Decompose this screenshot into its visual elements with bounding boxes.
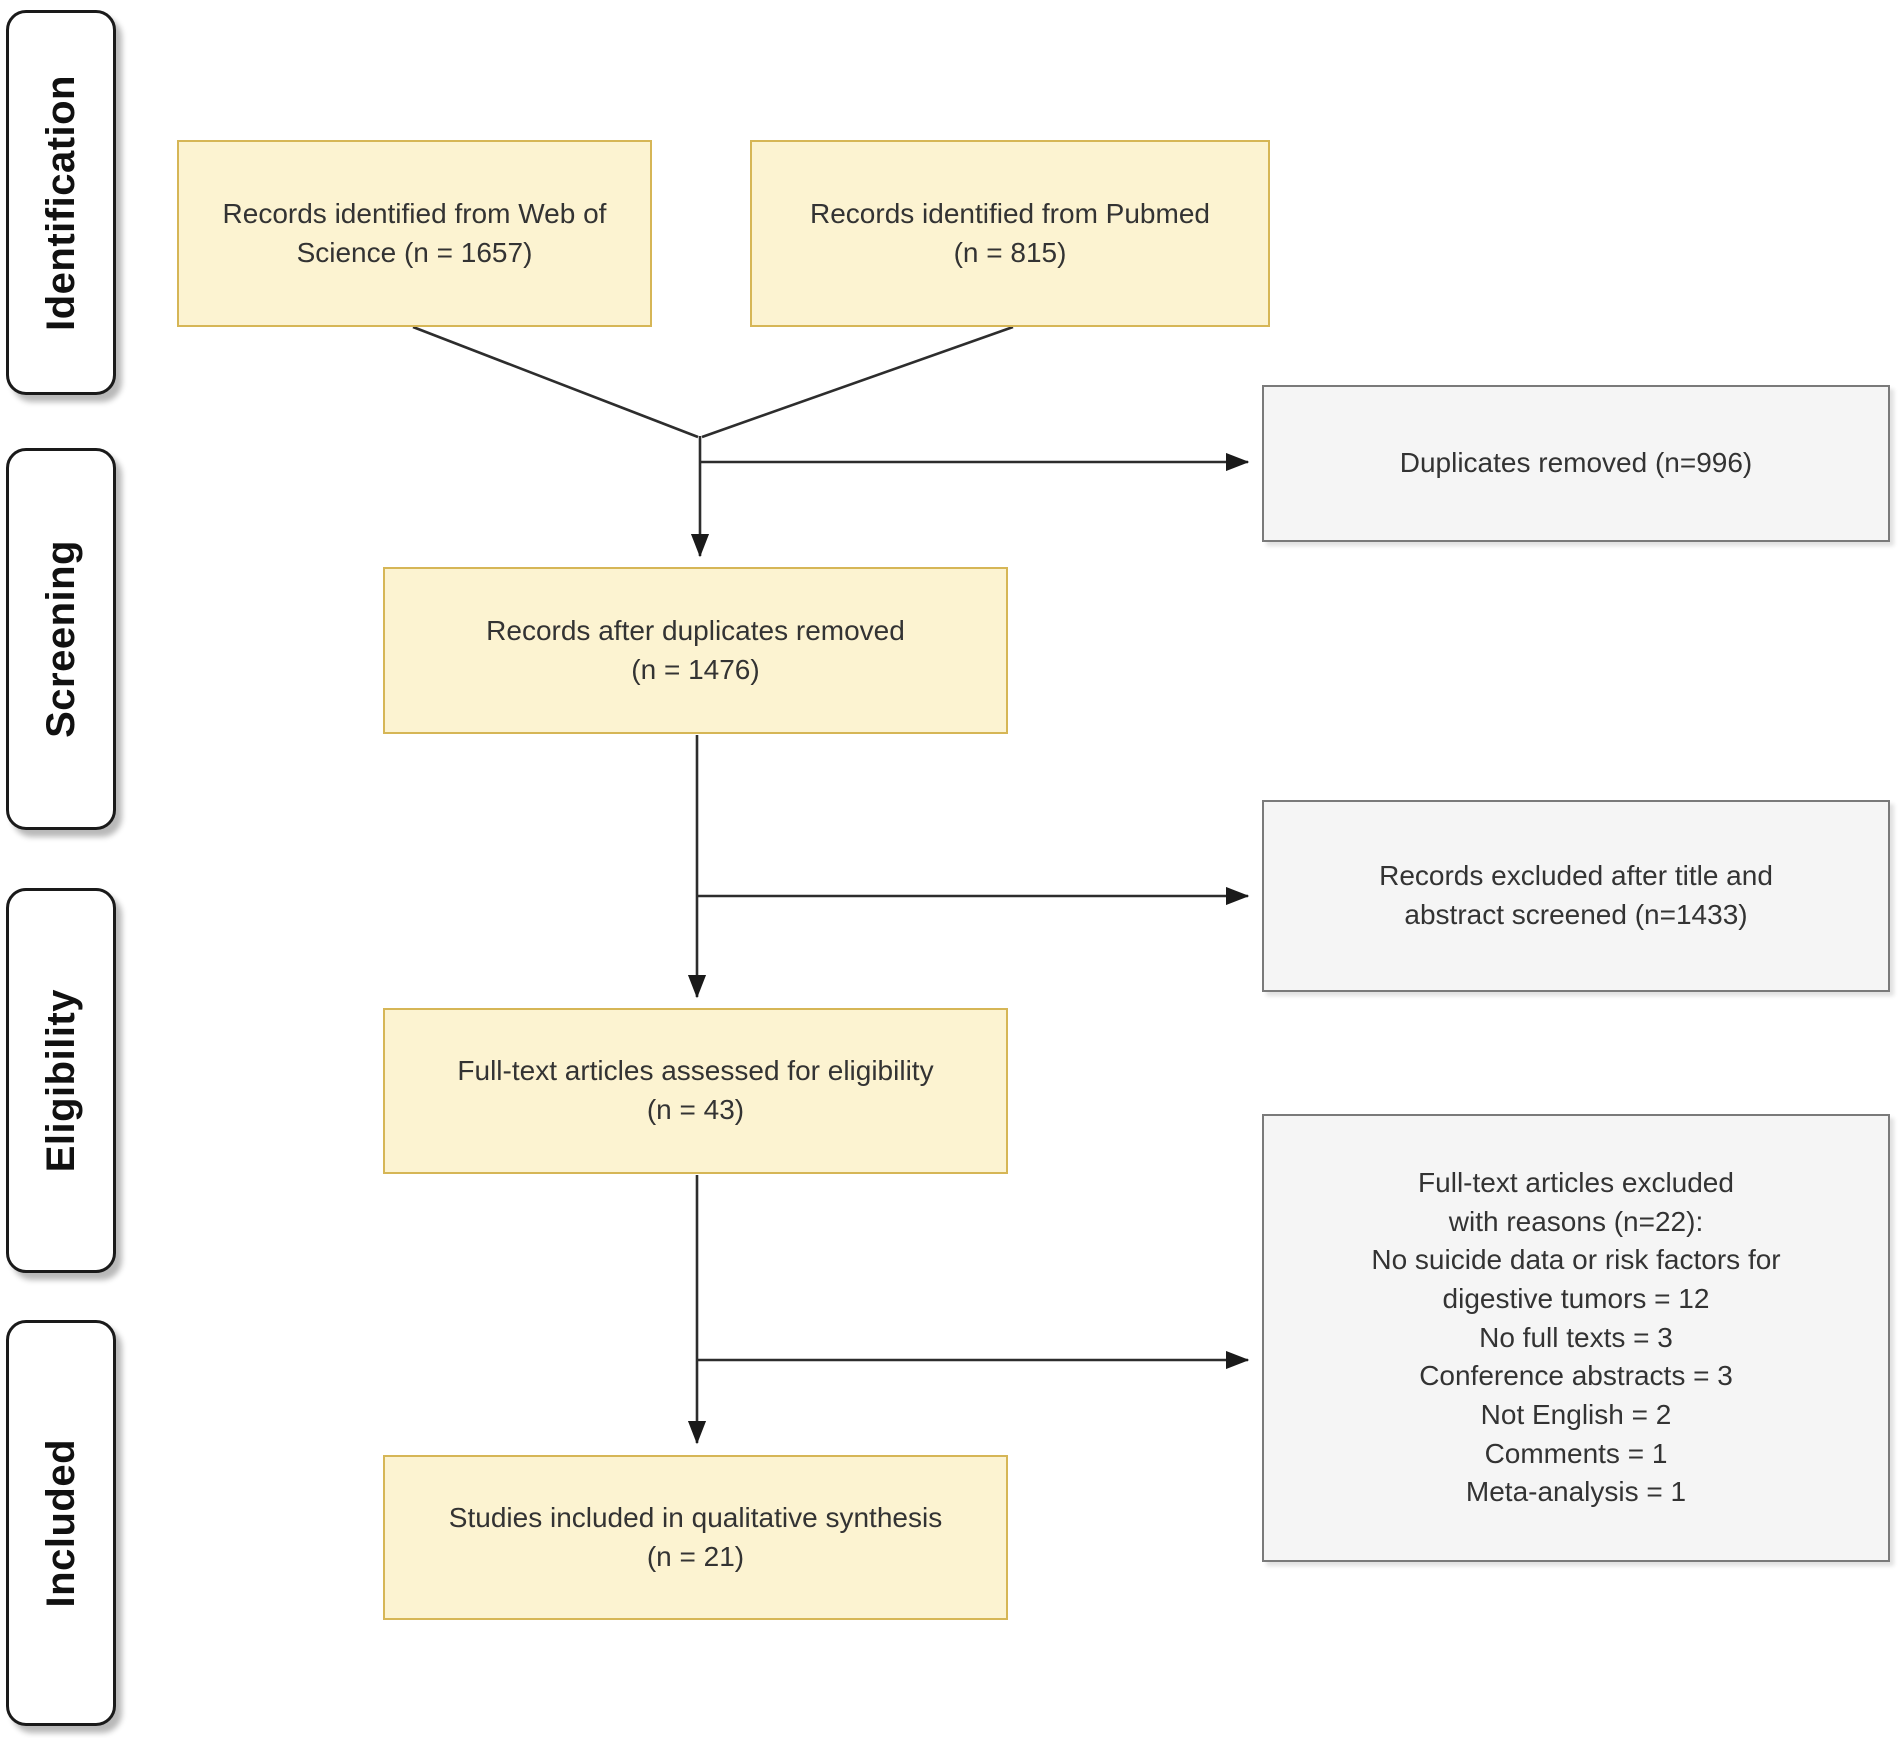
stage-label-identification: Identification	[6, 10, 116, 395]
box-included-synthesis: Studies included in qualitative synthesi…	[383, 1455, 1008, 1620]
box-duplicates-removed: Duplicates removed (n=996)	[1262, 385, 1890, 542]
arrow-pubmed-to-junction	[701, 325, 1014, 439]
stage-label-screening: Screening	[6, 448, 116, 830]
box-fulltext-assessed: Full-text articles assessed for eligibil…	[383, 1008, 1008, 1174]
stage-label-identification-text: Identification	[38, 74, 83, 331]
box-records-web-of-science: Records identified from Web of Science (…	[177, 140, 652, 327]
stage-label-eligibility: Eligibility	[6, 888, 116, 1273]
box-records-excluded: Records excluded after title and abstrac…	[1262, 800, 1890, 992]
box-records-after-duplicates: Records after duplicates removed (n = 14…	[383, 567, 1008, 734]
arrow-wos-to-junction	[412, 325, 699, 439]
stage-label-included-text: Included	[38, 1438, 83, 1608]
stage-label-eligibility-text: Eligibility	[38, 988, 83, 1173]
stage-label-included: Included	[6, 1320, 116, 1726]
box-fulltext-excluded: Full-text articles excluded with reasons…	[1262, 1114, 1890, 1562]
stage-label-screening-text: Screening	[38, 540, 83, 738]
box-records-pubmed: Records identified from Pubmed (n = 815)	[750, 140, 1270, 327]
